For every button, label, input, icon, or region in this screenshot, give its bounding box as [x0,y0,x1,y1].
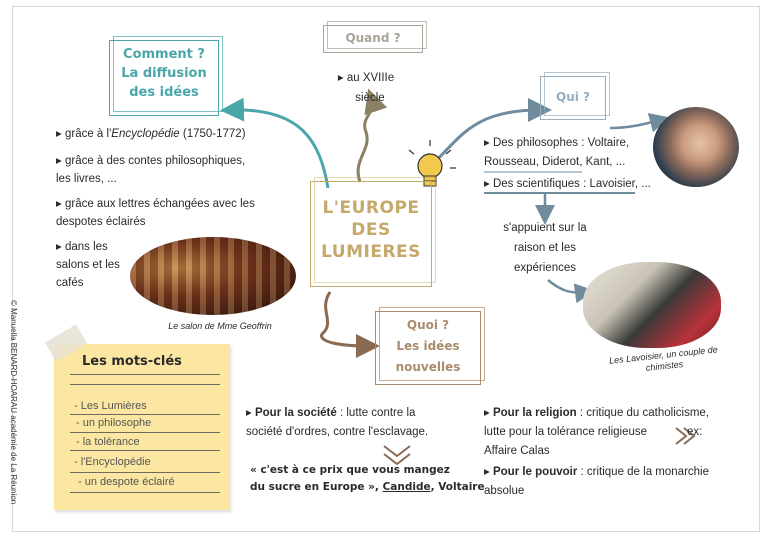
salon-painting [130,237,296,315]
quand-text: ▸ au XVIIIe siècle [338,70,400,106]
comment-bullet2: ▸ grâce à des contes philosophiques, les… [56,155,246,185]
lavoisier-painting [583,262,721,348]
comment-line1: Comment ? [123,47,205,62]
qui-text: ▸ Des philosophes : Voltaire, Rousseau, … [484,135,654,192]
pouvoir-text: ▸ Pour le pouvoir : critique de la monar… [484,466,709,497]
keyword-item: - un despote éclairé [78,476,175,488]
keywords-rule [70,432,220,433]
raison-text: s'appuient sur la raison et les expérien… [490,220,600,276]
qui-box: Qui ? [540,72,610,120]
keywords-rule [70,374,220,375]
comment-box: Comment ? La diffusion des idées [109,36,223,116]
center-line2: DES [351,220,391,240]
keywords-rule [70,414,220,415]
quand-box: Quand ? [323,21,427,53]
quoi-line3: nouvelles [395,360,461,374]
societe-text: ▸ Pour la société : lutte contre la soci… [246,407,429,438]
quand-line2: siècle [355,92,385,104]
raison-line2: raison et les [513,242,576,254]
quand-line1: ▸ au XVIIIe [337,72,395,84]
comment-text: ▸ grâce à l'Encyclopédie (1750-1772) ▸ g… [56,126,296,291]
quoi-line1: Quoi ? [406,318,450,332]
qui-label: Qui ? [556,90,590,104]
qui-line3: ▸ Des scientifiques : Lavoisier, ... [484,178,651,190]
candide-link: Candide [382,481,431,493]
credit-text: © Manuella BENARD-HOARAU académie de La … [9,300,18,505]
keywords-rule [70,472,220,473]
keywords-rule [70,492,220,493]
keyword-item: - un philosophe [76,417,152,429]
quand-label: Quand ? [345,31,401,45]
comment-line3: des idées [129,85,199,100]
voltaire-portrait [653,107,739,187]
quoi-box: Quoi ? Les idées nouvelles [375,307,485,385]
keywords-postit: Les mots-clés - Les Lumières - un philos… [44,324,230,510]
raison-line3: expériences [513,262,576,274]
qui-line2: Rousseau, Diderot, Kant, ... [484,156,626,168]
comment-bullet3: ▸ grâce aux lettres échangées avec les d… [56,198,255,228]
comment-bullet4: ▸ dans les salons et les cafés [56,241,120,289]
comment-bullet1: ▸ grâce à l'Encyclopédie (1750-1772) [56,128,246,140]
raison-line1: s'appuient sur la [503,222,587,234]
keyword-item: - la tolérance [76,436,140,448]
qui-line1: ▸ Des philosophes : Voltaire, [484,137,630,149]
religion-text: ▸ Pour la religion : critique du catholi… [484,407,709,457]
comment-line2: La diffusion [121,66,207,81]
keyword-item: - l'Encyclopédie [74,456,151,468]
central-title-box: L'EUROPE DES LUMIERES [310,177,436,287]
quote-text: « c'est à ce prix que vous mangez du suc… [250,464,485,493]
center-line1: L'EUROPE [322,198,420,218]
keywords-title: Les mots-clés [82,354,182,369]
quoi-line2: Les idées [396,339,460,353]
societe-bold: Pour la société [254,407,337,419]
keywords-rule [70,384,220,385]
keywords-rule [70,450,220,451]
salon-caption: Le salon de Mme Geoffrin [168,321,272,331]
keyword-item: - Les Lumières [74,400,147,412]
pouvoir-bold: Pour le pouvoir [492,466,578,478]
center-line3: LUMIERES [321,242,421,262]
religion-bold: Pour la religion [492,407,577,419]
